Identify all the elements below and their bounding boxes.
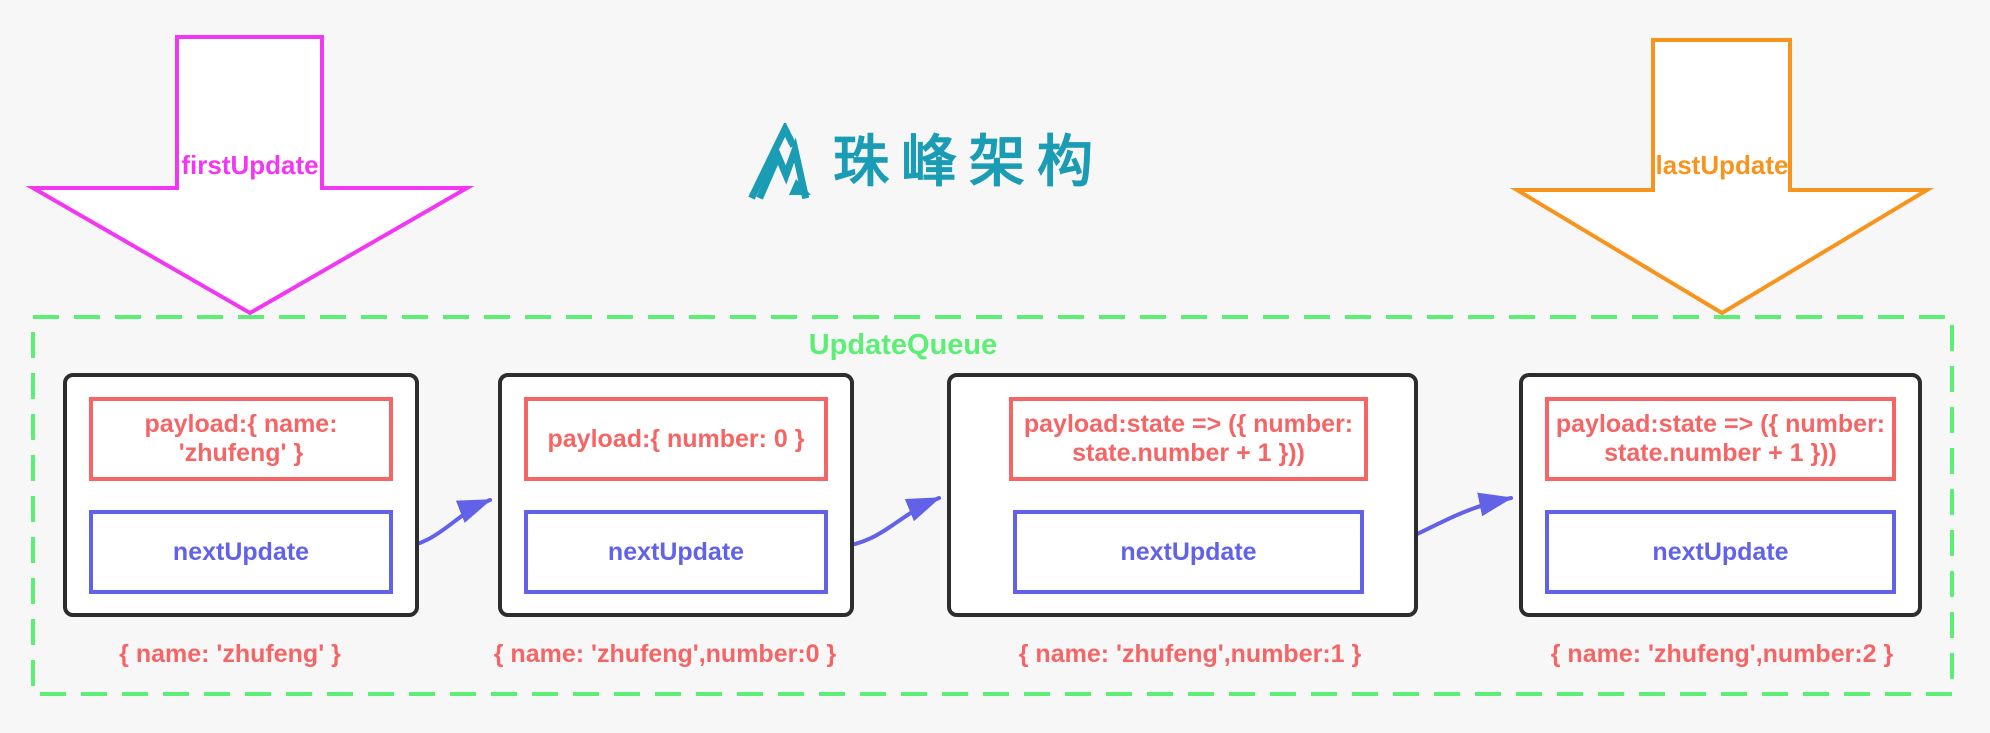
logo-text: 珠峰架构 bbox=[833, 130, 1105, 193]
payload-text: payload:{ number: 0 } bbox=[547, 424, 805, 453]
payload-box: payload:{ name: 'zhufeng' } bbox=[89, 397, 393, 481]
state-label-4: { name: 'zhufeng',number:2 } bbox=[1550, 640, 1894, 668]
next-update-box: nextUpdate bbox=[524, 510, 828, 594]
payload-box: payload:state => ({ number: state.number… bbox=[1009, 397, 1368, 481]
first-update-arrow-shape bbox=[25, 35, 475, 316]
update-queue-boundary bbox=[31, 315, 1954, 696]
next-update-box: nextUpdate bbox=[89, 510, 393, 594]
next-update-text: nextUpdate bbox=[172, 537, 310, 566]
update-node-4: payload:state => ({ number: state.number… bbox=[1519, 373, 1922, 617]
mountain-logo-icon bbox=[748, 123, 811, 200]
last-update-label: lastUpdate bbox=[1655, 150, 1789, 180]
payload-text: payload:{ name: 'zhufeng' } bbox=[144, 410, 338, 467]
logo: 珠峰架构 bbox=[745, 122, 1105, 202]
last-update-arrow-shape bbox=[1509, 38, 1935, 316]
state-label-1: { name: 'zhufeng' } bbox=[119, 640, 341, 668]
next-update-text: nextUpdate bbox=[1120, 537, 1257, 566]
update-queue-title: UpdateQueue bbox=[808, 329, 998, 361]
next-update-text: nextUpdate bbox=[1652, 537, 1789, 566]
payload-box: payload:state => ({ number: state.number… bbox=[1545, 397, 1896, 481]
next-update-box: nextUpdate bbox=[1545, 510, 1896, 594]
update-node-2: payload:{ number: 0 } nextUpdate bbox=[498, 373, 854, 617]
payload-text: payload:state => ({ number: state.number… bbox=[1023, 410, 1354, 467]
state-label-3: { name: 'zhufeng',number:1 } bbox=[1018, 640, 1362, 668]
update-node-3: payload:state => ({ number: state.number… bbox=[947, 373, 1418, 617]
first-update-label: firstUpdate bbox=[181, 150, 319, 180]
payload-box: payload:{ number: 0 } bbox=[524, 397, 828, 481]
state-label-2: { name: 'zhufeng',number:0 } bbox=[493, 640, 837, 668]
next-update-text: nextUpdate bbox=[607, 537, 745, 566]
payload-text: payload:state => ({ number: state.number… bbox=[1555, 410, 1886, 467]
next-update-box: nextUpdate bbox=[1013, 510, 1364, 594]
update-node-1: payload:{ name: 'zhufeng' } nextUpdate bbox=[63, 373, 419, 617]
